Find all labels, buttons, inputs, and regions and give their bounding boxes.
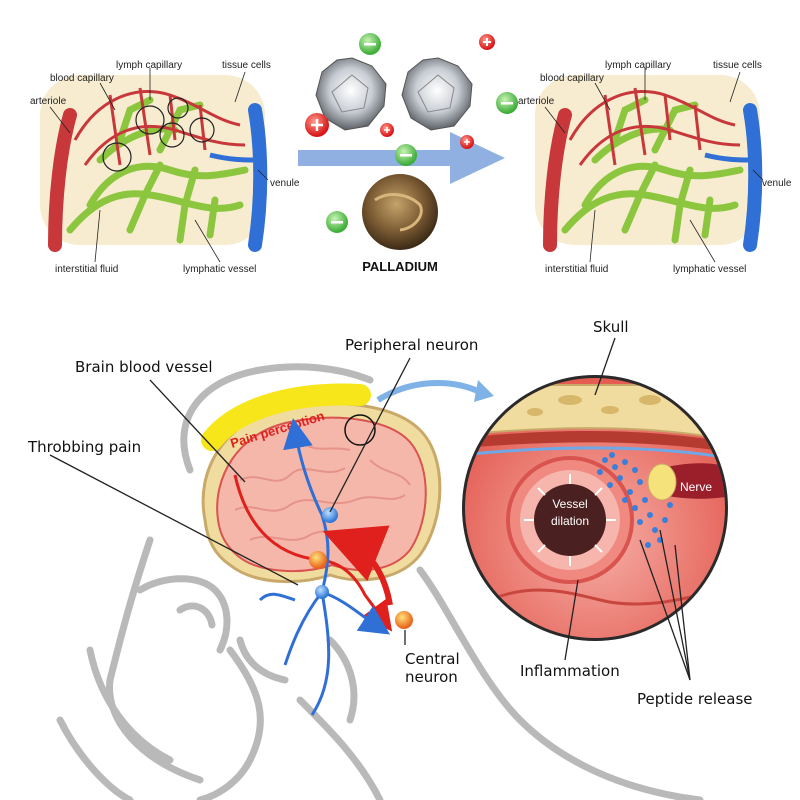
label-tissue-cells: tissue cells (713, 60, 762, 71)
label-arteriole: arteriole (518, 96, 555, 107)
lymph-network (561, 96, 744, 244)
label-brain-blood-vessel: Brain blood vessel (75, 358, 213, 376)
leader-lines-bottom (49, 337, 691, 681)
peripheral-neuron-dot (322, 507, 338, 523)
venule-branch (209, 152, 256, 163)
inset-dura (465, 431, 725, 452)
inset-membrane (465, 446, 725, 460)
arteriole-vessel (543, 108, 572, 252)
peptide-dots (597, 452, 673, 548)
pain-perception-band (201, 383, 371, 451)
inset-zoom: Vessel dilation Nerve (462, 375, 728, 641)
palladium-label: PALLADIUM (362, 259, 438, 274)
label-lymph-capillary: lymph capillary (605, 60, 671, 71)
neuron-dot (309, 551, 327, 569)
head-sketch (56, 363, 704, 800)
palladium-rock-icon (362, 174, 438, 250)
leader-lines-left (49, 68, 269, 263)
zoom-arrow (376, 380, 482, 403)
dilation-arrows (524, 474, 616, 566)
palladium-panel: PALLADIUM (298, 33, 518, 274)
label-venule: venule (270, 178, 300, 189)
zoom-arrowhead (474, 380, 494, 402)
venule-branch (704, 152, 751, 163)
zoom-marker (344, 414, 376, 446)
label-lymphatic-vessel: lymphatic vessel (183, 264, 256, 275)
ion-particles (305, 33, 518, 233)
blood-capillaries (568, 87, 741, 166)
label-blood-capillary: blood capillary (540, 73, 604, 84)
label-lymph-capillary: lymph capillary (116, 60, 182, 71)
capillary-diagram-left: arteriole blood capillary lymph capillar… (30, 60, 300, 275)
label-peptide-release: Peptide release (637, 690, 753, 708)
nerve-ending (647, 463, 677, 501)
leader-lines-right (544, 68, 764, 263)
label-arteriole: arteriole (30, 96, 67, 107)
highlight-circles (102, 97, 215, 172)
label-inflammation: Inflammation (520, 662, 620, 680)
rock-texture (374, 193, 423, 232)
signal-arrow (322, 525, 393, 606)
capillary-diagram-right: arteriole blood capillary lymph capillar… (518, 60, 792, 275)
label-skull: Skull (593, 318, 629, 336)
brain: Pain perception (201, 380, 494, 716)
label-tissue-cells: tissue cells (222, 60, 271, 71)
vessel-lumen (534, 484, 606, 556)
central-neuron-dot (395, 611, 413, 629)
label-dilation: dilation (551, 514, 589, 528)
venule-vessel (248, 103, 268, 252)
gem-icon-left (315, 57, 387, 131)
label-vessel: Vessel (552, 497, 587, 511)
neuron-dot (315, 585, 329, 599)
label-throbbing-pain: Throbbing pain (27, 438, 141, 456)
label-central-neuron-line1: Central (405, 650, 460, 668)
label-peripheral-neuron: Peripheral neuron (345, 336, 478, 354)
label-interstitial-fluid: interstitial fluid (545, 264, 608, 275)
label-lymphatic-vessel: lymphatic vessel (673, 264, 746, 275)
label-nerve: Nerve (680, 480, 712, 494)
label-interstitial-fluid: interstitial fluid (55, 264, 118, 275)
label-central-neuron-line2: neuron (405, 668, 458, 686)
label-venule: venule (762, 178, 792, 189)
arteriole-vessel (48, 108, 77, 252)
gem-icon-right (401, 57, 473, 131)
venule-vessel (743, 103, 763, 252)
label-blood-capillary: blood capillary (50, 73, 114, 84)
blood-capillaries (73, 87, 246, 166)
